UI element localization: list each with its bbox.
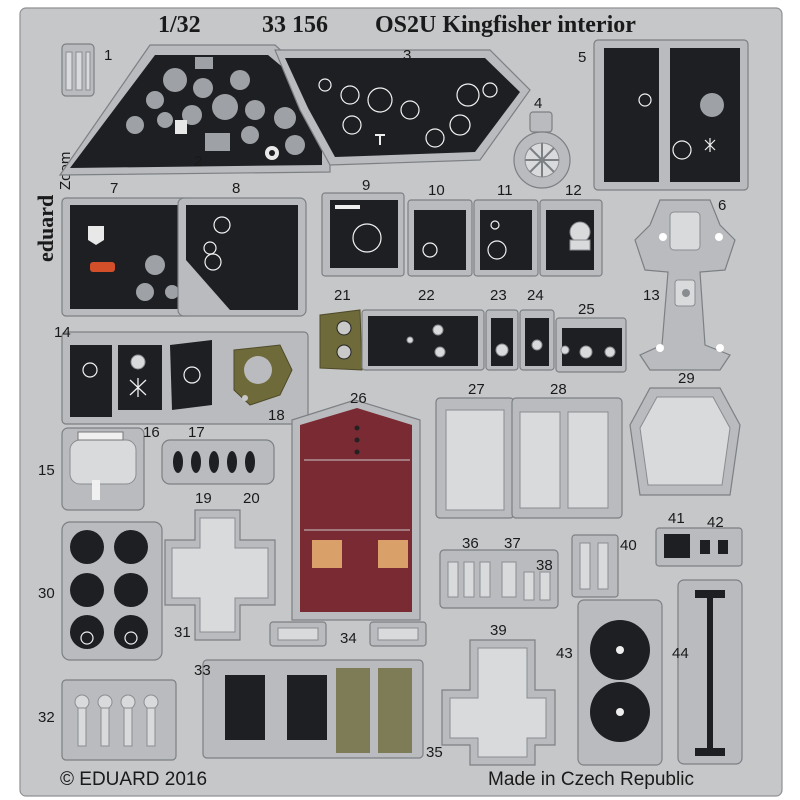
part-17	[170, 340, 212, 410]
part-number-19: 19	[195, 490, 212, 507]
copyright-text: © EDUARD 2016	[60, 769, 207, 790]
part-number-38: 38	[536, 557, 553, 574]
part-7	[61, 197, 189, 317]
part-28	[511, 397, 623, 519]
part-11	[473, 199, 539, 277]
part-number-25: 25	[578, 301, 595, 318]
part-number-1: 1	[104, 47, 112, 64]
part-number-27: 27	[468, 381, 485, 398]
part-39	[441, 639, 556, 766]
part-number-2: 2	[194, 153, 202, 170]
part-3-instrument-panel	[274, 49, 531, 166]
part-number-37: 37	[504, 535, 521, 552]
part-number-22: 22	[418, 287, 435, 304]
part-6-13	[634, 199, 736, 371]
eduard-logo: eduard	[33, 195, 58, 262]
part-number-21: 21	[334, 287, 351, 304]
part-number-7: 7	[110, 180, 118, 197]
part-number-12: 12	[565, 182, 582, 199]
part-8	[177, 197, 307, 317]
part-number-20: 20	[243, 490, 260, 507]
part-number-9: 9	[362, 177, 370, 194]
part-40	[571, 534, 619, 598]
part-number-24: 24	[527, 287, 544, 304]
header-title: OS2U Kingfisher interior	[375, 12, 636, 38]
part-43	[577, 599, 663, 766]
part-number-39: 39	[490, 622, 507, 639]
part-number-11: 11	[497, 182, 513, 199]
part-number-4: 4	[534, 95, 542, 112]
part-41-42	[655, 527, 743, 567]
part-number-34: 34	[340, 630, 357, 647]
part-number-42: 42	[707, 514, 724, 531]
part-34	[269, 621, 427, 647]
part-27	[435, 397, 515, 519]
part-20	[161, 439, 275, 485]
part-5	[593, 39, 749, 191]
part-number-16: 16	[143, 424, 160, 441]
part-25	[555, 317, 627, 373]
part-24	[519, 309, 555, 371]
part-number-8: 8	[232, 180, 240, 197]
header-kit-number: 33 156	[262, 12, 328, 38]
part-23	[485, 309, 519, 371]
part-18	[233, 344, 293, 406]
part-15	[61, 427, 145, 511]
part-number-29: 29	[678, 370, 695, 387]
part-number-15: 15	[38, 462, 55, 479]
part-number-43: 43	[556, 645, 573, 662]
part-26-seat	[291, 399, 421, 621]
part-number-3: 3	[403, 47, 411, 64]
part-22	[361, 309, 485, 371]
part-21	[319, 309, 363, 371]
part-29	[629, 387, 741, 496]
part-number-35: 35	[426, 744, 443, 761]
part-9	[321, 192, 405, 277]
part-30	[61, 521, 163, 661]
part-12	[539, 199, 603, 277]
part-number-41: 41	[668, 510, 685, 527]
part-number-5: 5	[578, 49, 586, 66]
part-number-30: 30	[38, 585, 55, 602]
part-4	[513, 111, 571, 189]
part-32	[61, 679, 177, 761]
part-number-44: 44	[672, 645, 689, 662]
part-19-31	[164, 509, 276, 641]
part-10	[407, 199, 473, 277]
part-number-36: 36	[462, 535, 479, 552]
part-number-6: 6	[718, 197, 726, 214]
part-number-28: 28	[550, 381, 567, 398]
part-36-37-38	[439, 549, 559, 609]
part-number-13: 13	[643, 287, 660, 304]
part-number-26: 26	[350, 390, 367, 407]
part-16	[118, 345, 162, 410]
part-number-17: 17	[188, 424, 205, 441]
part-number-33: 33	[194, 662, 211, 679]
part-44	[677, 579, 743, 765]
part-number-23: 23	[490, 287, 507, 304]
made-in-text: Made in Czech Republic	[488, 769, 694, 790]
part-number-31: 31	[174, 624, 191, 641]
header-scale: 1/32	[158, 12, 201, 38]
part-2-instrument-panel	[58, 44, 331, 176]
part-number-10: 10	[428, 182, 445, 199]
part-number-14: 14	[54, 324, 71, 341]
part-1	[61, 43, 95, 97]
part-number-40: 40	[620, 537, 637, 554]
part-number-18: 18	[268, 407, 285, 424]
part-number-32: 32	[38, 709, 55, 726]
part-33-35	[202, 659, 424, 759]
